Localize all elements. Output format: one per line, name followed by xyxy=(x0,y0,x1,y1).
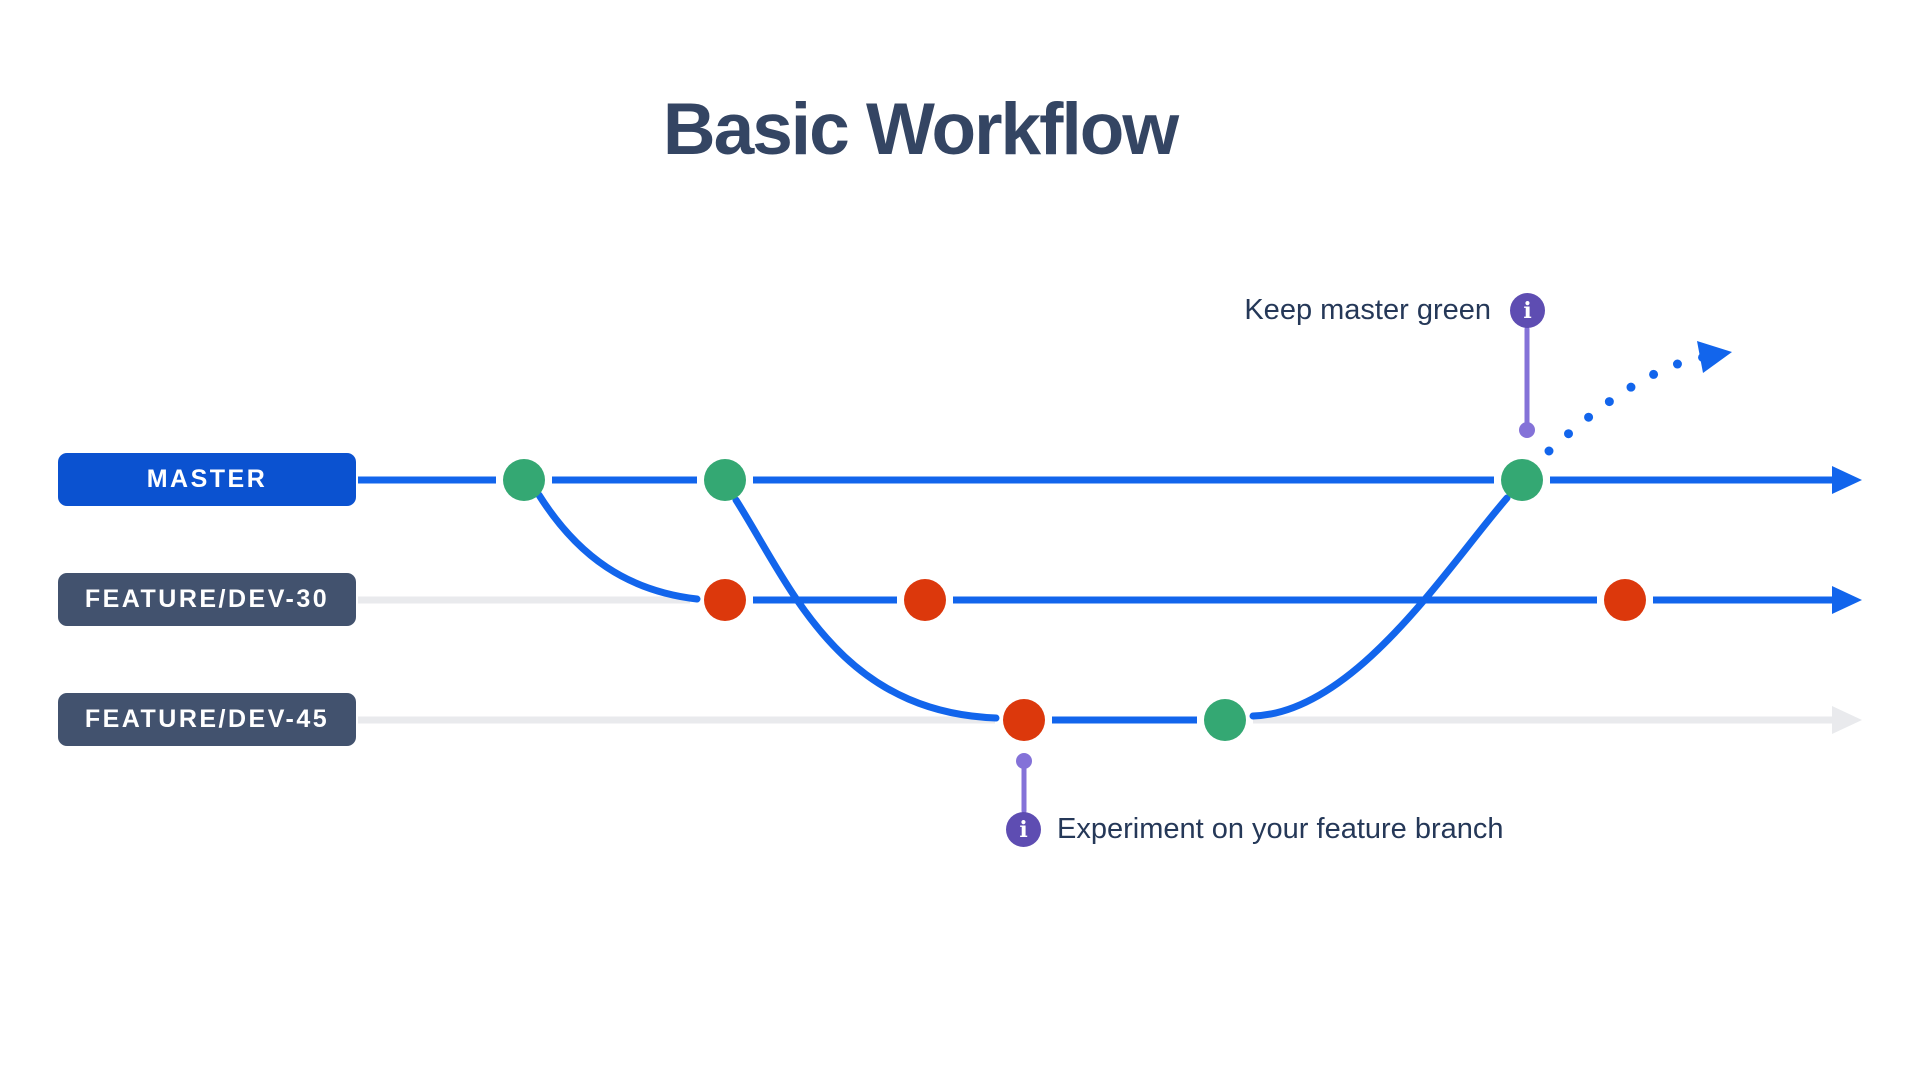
commit-dot-dev45-2 xyxy=(1204,699,1246,741)
feature-dev-30-arrowhead xyxy=(1832,586,1862,614)
master-branch-line xyxy=(358,466,1862,494)
commit-dot-dev45-1 xyxy=(1003,699,1045,741)
commit-dot-dev30-1 xyxy=(704,579,746,621)
branch-label-feature-dev-30: FEATURE/DEV-30 xyxy=(58,573,356,626)
info-icon-glyph: i xyxy=(1523,297,1532,324)
commit-dot-master-3 xyxy=(1501,459,1543,501)
page-title: Basic Workflow xyxy=(662,89,1179,170)
feature-dev-45-branch-line xyxy=(358,706,1862,734)
commit-dot-master-1 xyxy=(503,459,545,501)
branch-label-master-text: MASTER xyxy=(146,465,268,493)
master-arrowhead xyxy=(1832,466,1862,494)
annotation-experiment-feature-branch: Experiment on your feature branch xyxy=(1057,813,1504,845)
commit-dot-dev30-2 xyxy=(904,579,946,621)
info-icon-glyph: i xyxy=(1019,816,1028,843)
commit-dot-dev30-3 xyxy=(1604,579,1646,621)
keep-master-green-pointer xyxy=(1519,326,1535,438)
branch-label-feature-dev-45: FEATURE/DEV-45 xyxy=(58,693,356,746)
commit-dot-master-2 xyxy=(704,459,746,501)
info-icon: i xyxy=(1006,812,1041,847)
branch-curve-master-to-dev45 xyxy=(732,496,1000,722)
annotation-keep-master-green: Keep master green xyxy=(1244,294,1491,326)
dotted-future-arrow xyxy=(1544,341,1732,456)
experiment-pointer xyxy=(1016,753,1032,814)
merge-curve-dev45-to-master xyxy=(1249,494,1511,720)
feature-dev-30-branch-line xyxy=(358,586,1862,614)
branch-label-feature-dev-45-text: FEATURE/DEV-45 xyxy=(84,705,330,733)
branch-label-feature-dev-30-text: FEATURE/DEV-30 xyxy=(84,585,330,613)
feature-dev-45-arrowhead xyxy=(1832,706,1862,734)
branch-curve-master-to-dev30 xyxy=(535,491,701,603)
info-icon: i xyxy=(1510,293,1545,328)
branch-label-master: MASTER xyxy=(58,453,356,506)
